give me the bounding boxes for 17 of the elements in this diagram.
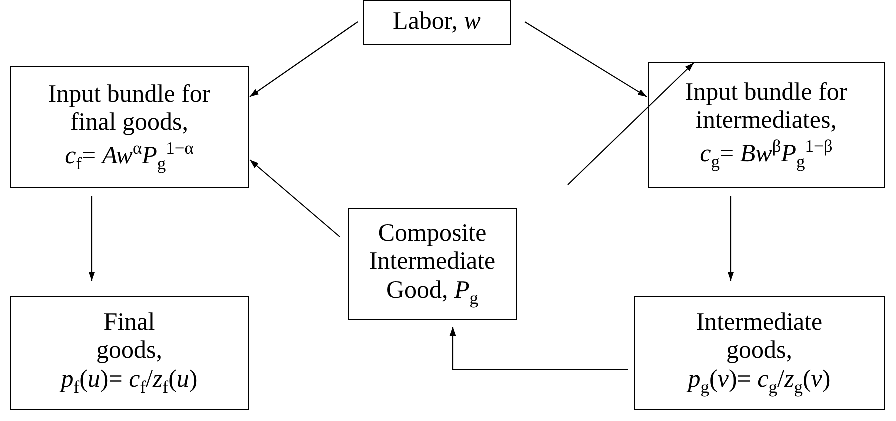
arrow (250, 160, 340, 238)
process-box (363, 0, 511, 45)
process-box (348, 208, 517, 320)
arrow (524, 22, 648, 98)
node-label: Labor, w (393, 8, 481, 37)
process-box (10, 296, 249, 410)
node-label: Composite Intermediate Good, P$_{g}$ (368, 220, 497, 308)
arrow (88, 196, 96, 281)
process-box (10, 66, 249, 188)
process-box (634, 296, 885, 410)
arrow (728, 196, 734, 281)
arrow (250, 22, 358, 98)
formula-text: p$_{g}$(v)= c$_{g}$/z$_{g}$(v) (688, 366, 831, 398)
formula-text: p$_{f}$(u)= c$_{f}$/z$_{f}$(u) (61, 366, 198, 398)
arrow (568, 62, 694, 186)
arrow (450, 327, 628, 371)
process-box (648, 62, 885, 188)
